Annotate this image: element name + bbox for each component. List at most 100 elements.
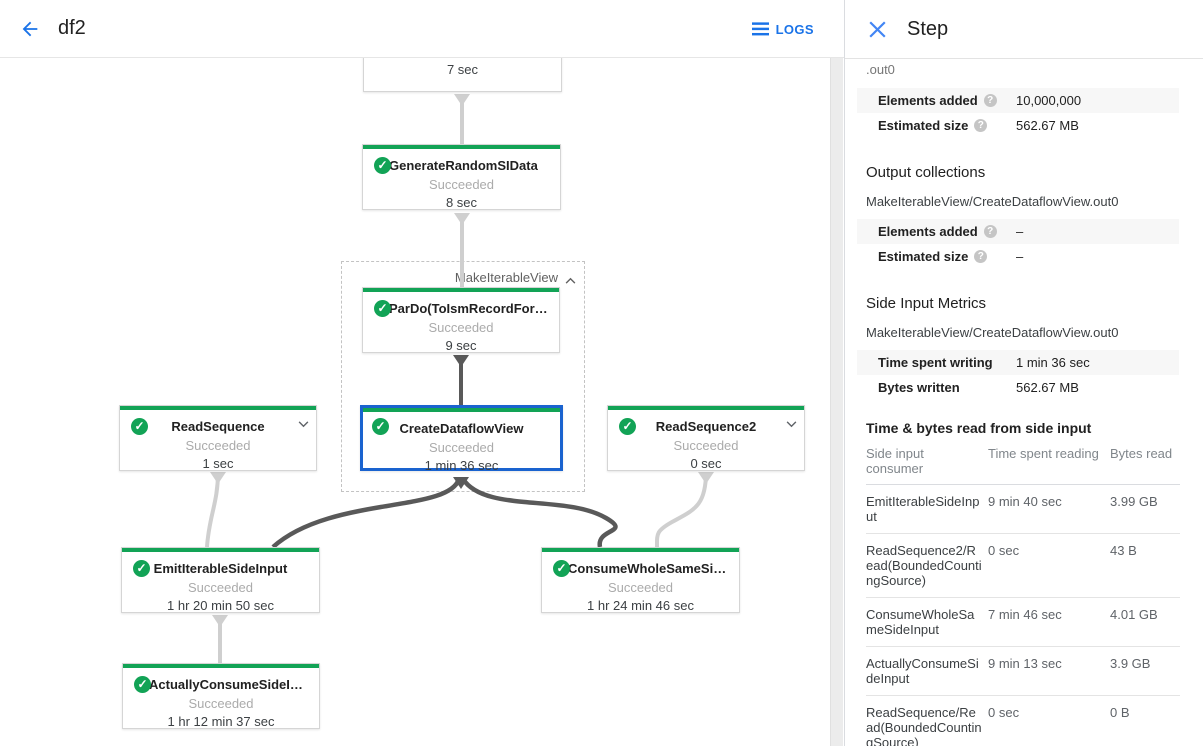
success-check-icon: ✓ — [374, 157, 391, 174]
side-input-read-table-heading: Time & bytes read from side input — [866, 420, 1092, 436]
metric-label: Estimated size? — [878, 249, 988, 264]
status-color-bar — [123, 664, 319, 668]
side-input-metrics-heading: Side Input Metrics — [866, 295, 987, 312]
status-color-bar — [608, 406, 804, 410]
node-title: EmitIterableSideInput — [153, 561, 288, 576]
bytes-cell: 3.99 GB — [1110, 484, 1180, 534]
column-header-time: Time spent reading — [988, 444, 1110, 485]
back-arrow-icon — [22, 21, 38, 36]
metric-value: 562.67 MB — [1016, 118, 1079, 133]
node-duration: 1 hr 12 min 37 sec — [167, 714, 275, 729]
pipeline-graph: MakeIterableView ✓Succeeded7 sec✓Generat… — [0, 58, 830, 746]
node-title: GenerateRandomSIData — [389, 158, 538, 173]
output-collection-name: MakeIterableView/CreateDataflowView.out0 — [866, 194, 1119, 209]
logs-button[interactable]: LOGS — [751, 0, 814, 58]
node-duration: 1 hr 24 min 46 sec — [587, 598, 694, 613]
node-duration: 1 hr 20 min 50 sec — [167, 598, 274, 613]
step-panel-title: Step — [907, 17, 949, 40]
metric-value: 562.67 MB — [1016, 380, 1079, 395]
consumer-cell: EmitIterableSideInput — [866, 484, 988, 534]
node-status: Succeeded — [428, 177, 495, 192]
node-status: Succeeded — [364, 58, 561, 59]
metric-value: 1 min 36 sec — [1016, 355, 1090, 370]
expand-chevron-icon[interactable] — [786, 415, 797, 433]
collapse-chevron-icon[interactable] — [565, 271, 576, 289]
status-color-bar — [122, 548, 319, 552]
node-duration: 0 sec — [690, 456, 722, 471]
node-title: ParDo(ToIsmRecordFor… — [389, 301, 548, 316]
node-status: Succeeded — [185, 438, 251, 453]
expand-chevron-icon[interactable] — [298, 415, 309, 433]
graph-vertical-scrollbar[interactable] — [830, 58, 843, 746]
metric-row: Bytes written 562.67 MB — [857, 375, 1179, 400]
step-node-top-partial[interactable]: ✓Succeeded7 sec — [363, 58, 562, 92]
node-duration: 9 sec — [445, 338, 477, 353]
consumer-cell: ReadSequence2/Read(BoundedCountingSource… — [866, 533, 988, 598]
consumer-cell: ActuallyConsumeSideInput — [866, 646, 988, 696]
metric-label: Bytes written — [878, 380, 960, 395]
close-panel-button[interactable] — [857, 9, 897, 49]
node-status: Succeeded — [428, 440, 495, 455]
node-duration: 7 sec — [446, 62, 479, 77]
success-check-icon: ✓ — [134, 676, 151, 693]
success-check-icon: ✓ — [131, 418, 148, 435]
close-icon — [868, 20, 886, 38]
metric-row: Elements added? – — [857, 219, 1179, 244]
logs-list-icon — [751, 22, 769, 36]
output-collection-metrics: Elements added? – Estimated size?– — [857, 219, 1179, 269]
logs-button-label: LOGS — [775, 21, 814, 37]
node-status: Succeeded — [188, 696, 254, 711]
success-check-icon: ✓ — [619, 418, 636, 435]
column-header-consumer: Side input consumer — [866, 444, 988, 485]
help-icon[interactable]: ? — [983, 225, 997, 238]
truncated-collection-name: .out0 — [866, 62, 895, 77]
table-row: ReadSequence2/Read(BoundedCountingSource… — [866, 533, 1180, 598]
graph-edges — [205, 94, 714, 663]
status-color-bar — [120, 406, 316, 410]
metric-row: Estimated size?– — [857, 244, 1179, 269]
node-status: Succeeded — [673, 438, 739, 453]
status-color-bar — [542, 548, 739, 552]
metric-value: – — [1016, 224, 1024, 239]
help-icon[interactable]: ? — [974, 250, 988, 263]
success-check-icon: ✓ — [553, 560, 570, 577]
node-status: Succeeded — [187, 580, 254, 595]
metric-label: Elements added? — [878, 93, 997, 108]
node-duration: 8 sec — [445, 195, 478, 210]
back-button[interactable] — [10, 9, 50, 49]
status-color-bar — [363, 408, 560, 412]
success-check-icon: ✓ — [372, 418, 389, 435]
metric-value: 10,000,000 — [1016, 93, 1082, 108]
job-title: df2 — [58, 17, 86, 39]
success-check-icon: ✓ — [374, 300, 391, 317]
bytes-cell: 4.01 GB — [1110, 597, 1180, 647]
metric-label: Estimated size? — [878, 118, 988, 133]
time-cell: 9 min 13 sec — [988, 646, 1110, 696]
time-cell: 9 min 40 sec — [988, 484, 1110, 534]
node-title: CreateDataflowView — [399, 421, 524, 436]
help-icon[interactable]: ? — [983, 94, 997, 107]
node-duration: 1 min 36 sec — [424, 458, 499, 473]
table-row: ReadSequence/Read(BoundedCountingSource)… — [866, 695, 1180, 746]
help-icon[interactable]: ? — [974, 119, 988, 132]
column-header-bytes: Bytes read — [1110, 444, 1180, 485]
status-color-bar — [363, 288, 559, 292]
node-duration: 1 sec — [202, 456, 234, 471]
metric-label: Elements added? — [878, 224, 997, 239]
node-status: Succeeded — [607, 580, 674, 595]
bytes-cell: 0 B — [1110, 695, 1180, 746]
